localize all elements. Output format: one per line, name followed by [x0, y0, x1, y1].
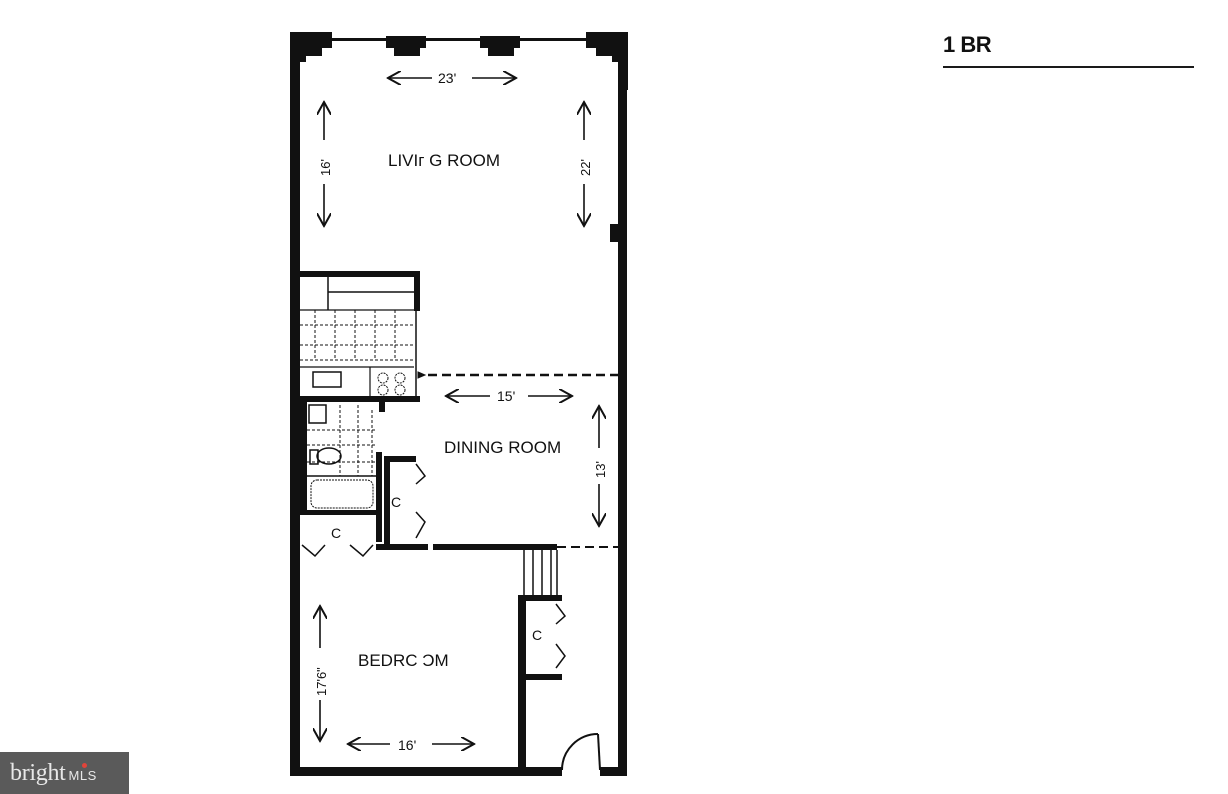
bright-mls-watermark: bright MLS [0, 752, 129, 794]
watermark-brand: bright [10, 759, 66, 786]
unit-type-title: 1 BR [943, 32, 992, 57]
living-right-dim: 22' [578, 159, 593, 176]
outer-walls [290, 32, 628, 776]
stairs [523, 550, 558, 595]
dimension-arrows [320, 78, 599, 744]
dining-width-dim: 15' [497, 388, 515, 404]
closet-label-2: C [391, 494, 401, 510]
bathroom [300, 398, 385, 542]
dining-dividers [428, 373, 618, 550]
bedroom-width-dim: 16' [398, 737, 416, 753]
living-width-dim: 23' [438, 70, 456, 86]
watermark-accent-dot [82, 763, 87, 768]
dining-room-label: DINING ROOM [444, 438, 561, 457]
entry-door [561, 733, 601, 771]
closet-1 [301, 544, 374, 558]
closet-label-1: C [331, 525, 341, 541]
living-left-dim: 16' [318, 159, 333, 176]
living-room-label: LIVIг G ROOM [388, 151, 500, 170]
bedroom-label: BEDRC ƆM [358, 651, 449, 670]
closet-label-3: C [532, 627, 542, 643]
title-underline [943, 66, 1194, 68]
dining-height-dim: 13' [593, 461, 608, 478]
watermark-suffix: MLS [68, 768, 97, 783]
bedroom-height-dim: 17'6" [314, 667, 329, 696]
kitchen [300, 271, 427, 402]
title-block: 1 BR [943, 32, 1194, 68]
closet-2 [376, 456, 428, 550]
bedroom-walls [290, 512, 562, 771]
